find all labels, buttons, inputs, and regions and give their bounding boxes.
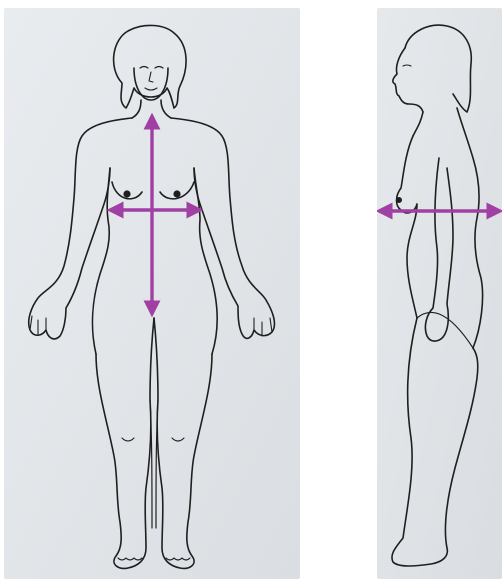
side-view-illustration bbox=[377, 8, 502, 579]
front-view-illustration bbox=[4, 8, 300, 579]
side-view-panel bbox=[377, 8, 502, 579]
front-view-panel bbox=[4, 8, 300, 579]
